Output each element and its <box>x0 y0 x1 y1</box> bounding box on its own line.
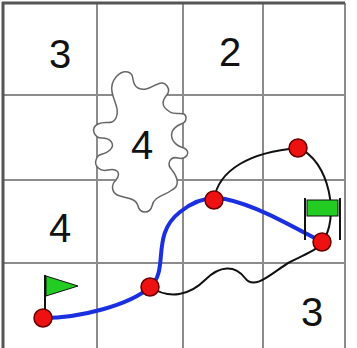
grid-lines <box>3 3 345 348</box>
cell-number: 4 <box>131 125 153 165</box>
puzzle-piece-cell: 4 <box>112 110 172 180</box>
puzzle-piece <box>94 72 188 212</box>
chosen-path <box>43 198 322 318</box>
board-border <box>2 2 345 348</box>
possible-paths <box>150 148 331 294</box>
cell-number: 2 <box>219 32 241 72</box>
path-nodes <box>34 139 331 327</box>
cell-number: 4 <box>49 208 71 248</box>
cell-number: 3 <box>49 34 71 74</box>
cell-number: 3 <box>301 292 323 332</box>
